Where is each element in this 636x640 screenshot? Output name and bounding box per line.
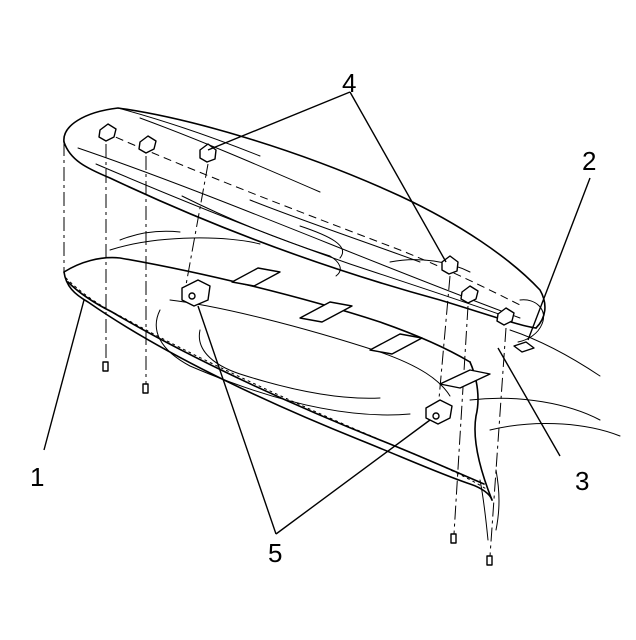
leader-lines — [43, 91, 591, 535]
alignment-lines — [63, 142, 507, 557]
callout-1: 1 — [30, 462, 44, 492]
callout-4: 4 — [342, 68, 356, 98]
hinge-bracket-icon — [181, 279, 453, 425]
screw-icon — [102, 361, 493, 566]
callout-3: 3 — [575, 466, 589, 496]
lower-closeout-panel — [63, 230, 621, 501]
callout-2: 2 — [582, 146, 596, 176]
upper-trim-panel — [63, 107, 546, 343]
callout-5: 5 — [268, 538, 282, 568]
retainer-clip-icon — [98, 123, 515, 326]
rear-hook — [479, 341, 535, 541]
